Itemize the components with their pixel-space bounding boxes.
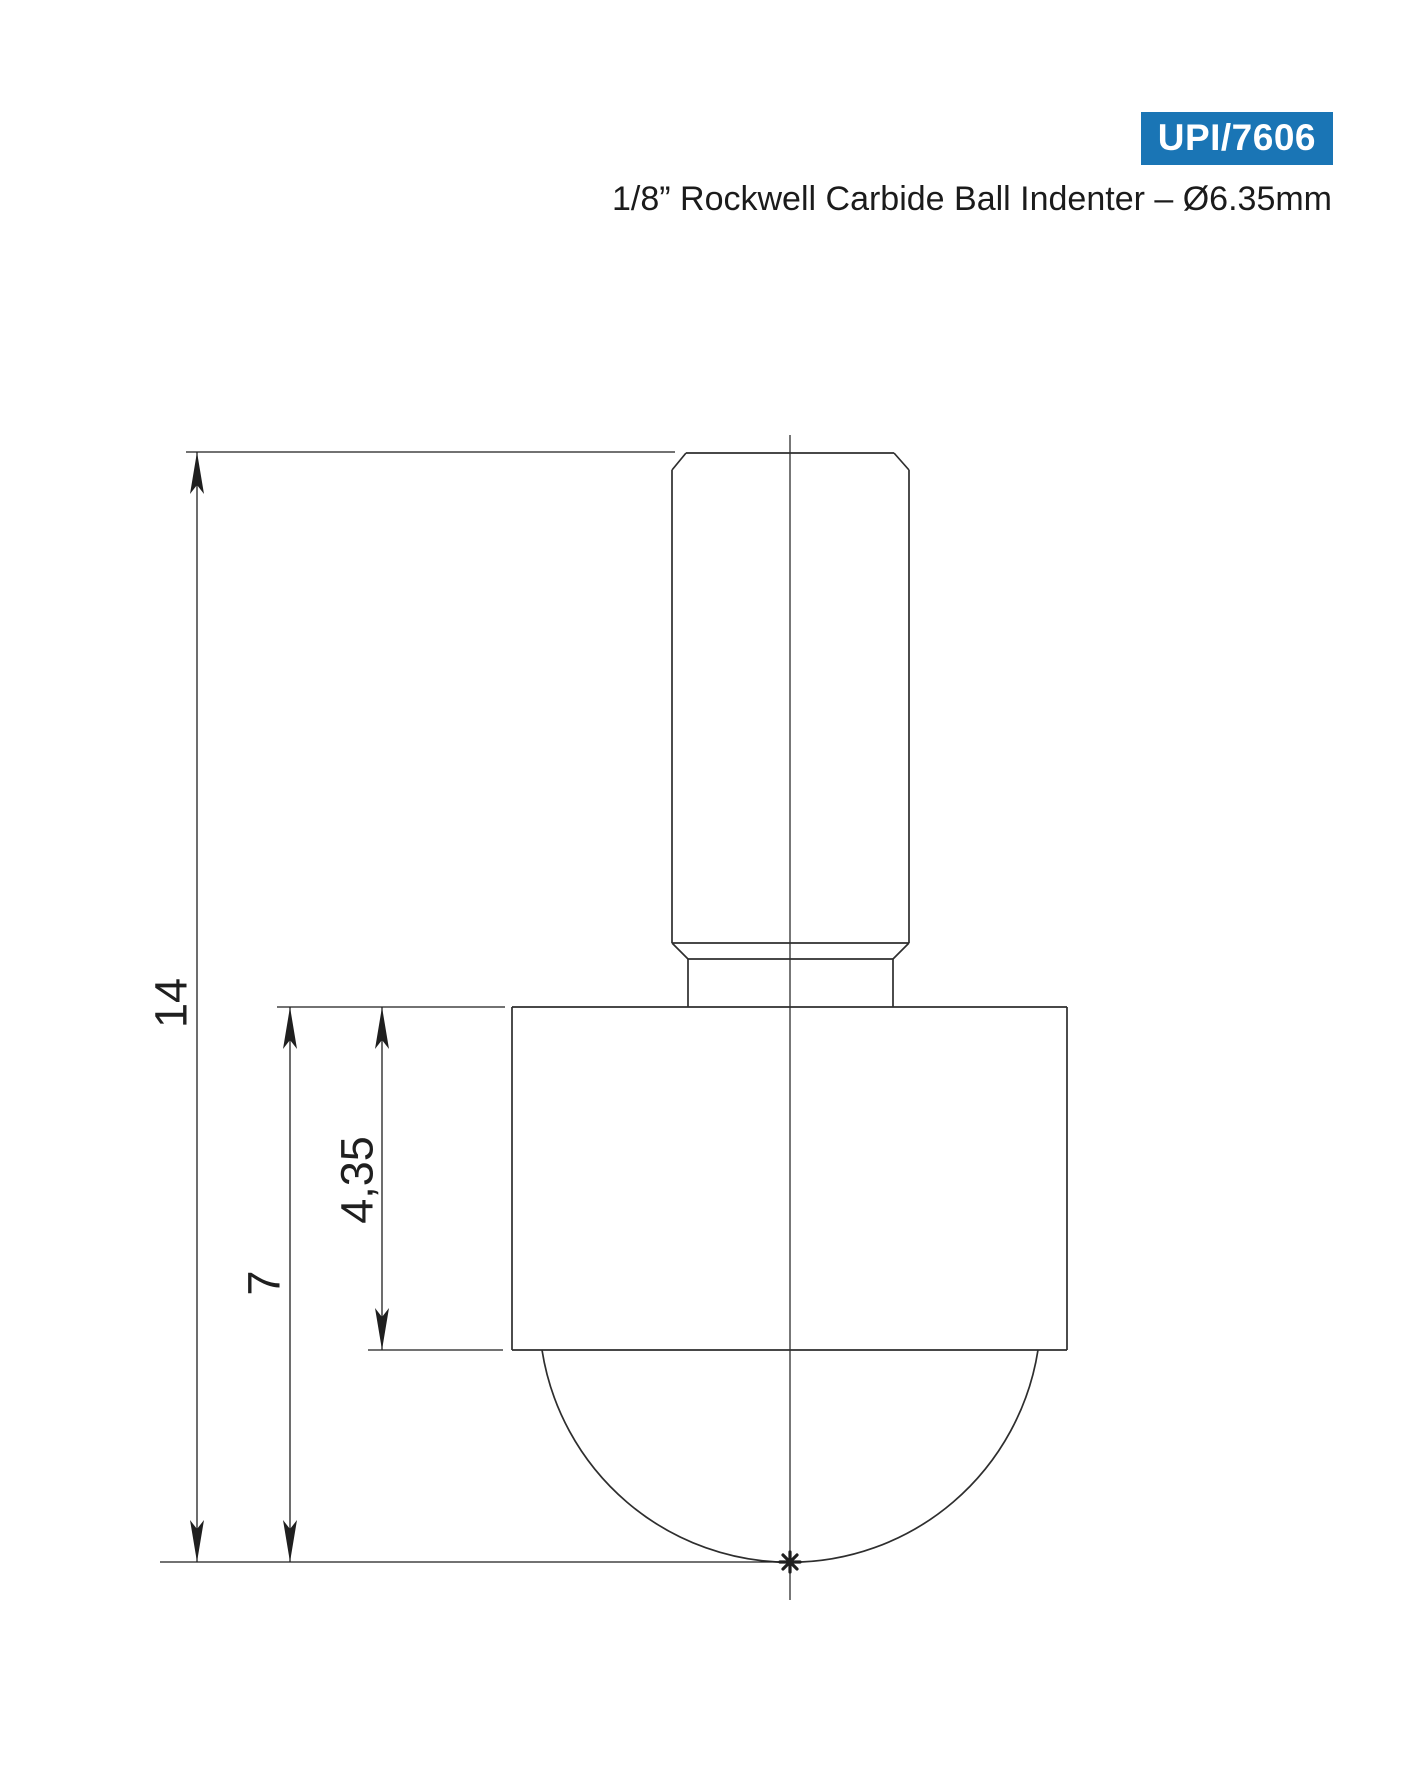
dimension-label-14: 14 [146, 978, 197, 1028]
body-outline [511, 1006, 1068, 1351]
dimension-7: 7 [239, 1006, 505, 1562]
neck-outline [687, 958, 894, 1007]
arrowhead-up [375, 1007, 389, 1049]
dimension-14: 14 [146, 451, 789, 1563]
part-number-badge: UPI/7606 [1140, 112, 1333, 165]
ball-tip-marker-icon [778, 1550, 802, 1574]
arrowhead-down [375, 1308, 389, 1350]
dimension-4-35: 4,35 [332, 1007, 503, 1351]
arrowhead-up [283, 1007, 297, 1049]
dimension-label-7: 7 [239, 1270, 290, 1295]
arrowhead-down [190, 1520, 204, 1562]
drawing-title: 1/8” Rockwell Carbide Ball Indenter – Ø6… [612, 180, 1332, 218]
arrowhead-down [283, 1520, 297, 1562]
shank-outline [671, 452, 910, 960]
tip-spoke-diagonal-2 [781, 1553, 799, 1571]
arrowhead-up [190, 452, 204, 494]
dimension-label-4-35: 4,35 [332, 1136, 383, 1224]
